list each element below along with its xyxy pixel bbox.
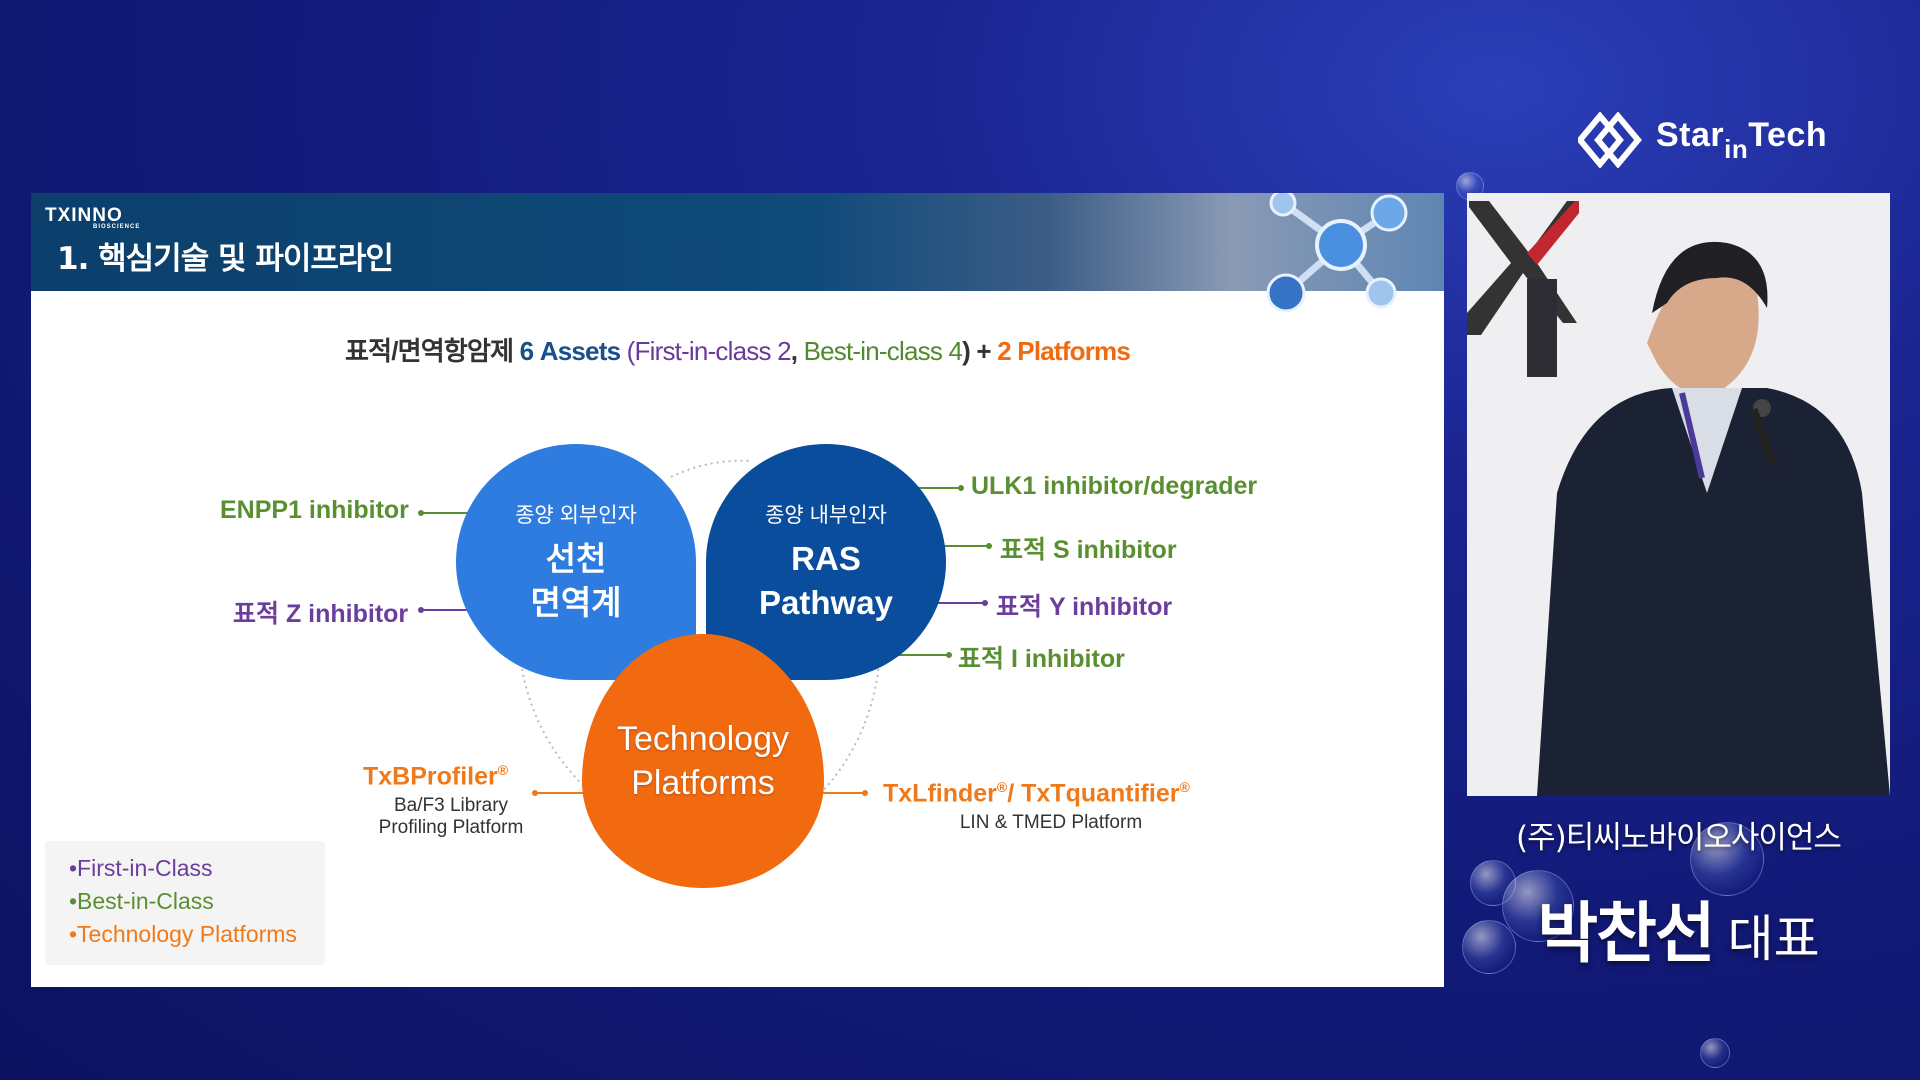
background-bubble [1470, 860, 1516, 906]
brand-logo: StarinTech [1578, 112, 1827, 168]
target-y-inhibitor-label: 표적 Y inhibitor [996, 593, 1173, 621]
speaker-title: 대표 [1727, 910, 1820, 968]
speaker-name: 박찬선 [1537, 895, 1715, 972]
txlfinder-txtquantifier-label: TxLfinder®/ TxTquantifier® [883, 779, 1190, 808]
txl-platform-description: LIN & TMED Platform [959, 812, 1143, 833]
target-s-inhibitor-label: 표적 S inhibitor [1000, 536, 1177, 564]
target-z-inhibitor-label: 표적 Z inhibitor [233, 600, 409, 628]
background-bubble [1690, 822, 1764, 896]
txbprofiler-label: TxBProfiler® [363, 762, 509, 791]
slide-header [31, 193, 1444, 313]
speaker-organization: (주)티씨노바이오사이언스 [1516, 820, 1842, 856]
speaker-video [1467, 193, 1890, 796]
txbprofiler-description: Ba/F3 Library Profiling Platform [378, 795, 524, 838]
technology-platforms-petal: Technology Platforms [582, 634, 824, 888]
ras-pathway-petal: 종양 내부인자 RAS Pathway [706, 444, 946, 680]
diamond-logo-icon [1578, 112, 1642, 168]
legend-box: •First-in-Class •Best-in-Class •Technolo… [45, 841, 325, 965]
background-bubble [1700, 1038, 1730, 1068]
molecule-decoration-icon [1266, 193, 1408, 313]
innate-immunity-petal: 종양 외부인자 선천 면역계 [456, 444, 696, 680]
legend-best-in-class: •Best-in-Class [69, 888, 214, 914]
brand-name: StarinTech [1656, 115, 1828, 164]
legend-technology-platforms: •Technology Platforms [69, 921, 297, 947]
company-logo: TXINNO BIOSCIENCE [45, 205, 141, 230]
enpp1-inhibitor-label: ENPP1 inhibitor [220, 496, 409, 524]
presentation-slide: TXINNO BIOSCIENCE 1. 핵심기술 및 파이프라인 표적/면역항… [31, 193, 1444, 987]
background-bubble [1502, 870, 1574, 942]
legend-first-in-class: •First-in-Class [69, 855, 213, 881]
target-i-inhibitor-label: 표적 I inhibitor [958, 645, 1125, 673]
pipeline-summary: 표적/면역항암제 6 Assets (First-in-class 2, Bes… [344, 336, 1131, 366]
slide-title: 1. 핵심기술 및 파이프라인 [57, 241, 394, 277]
ulk1-inhibitor-label: ULK1 inhibitor/degrader [971, 472, 1258, 500]
speaker-photo [1467, 193, 1890, 796]
background-bubble [1462, 920, 1516, 974]
